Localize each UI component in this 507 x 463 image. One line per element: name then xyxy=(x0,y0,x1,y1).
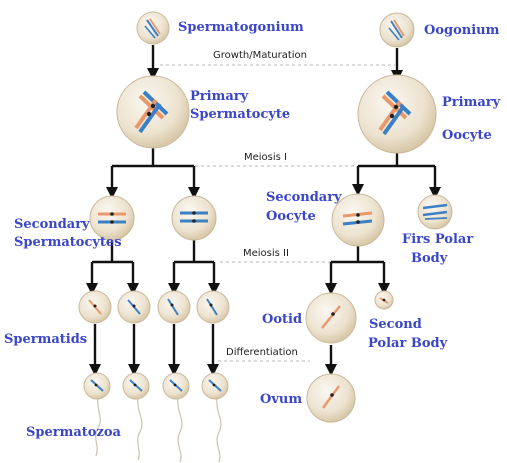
primary-spermatocyte-cell xyxy=(116,75,190,149)
primary-spermatocyte-label-line1: Primary xyxy=(190,89,249,104)
ovum-label: Ovum xyxy=(260,392,302,407)
spermatogonium-cell xyxy=(136,11,170,45)
male-connectors xyxy=(86,45,220,376)
primary-oocyte-cell xyxy=(357,74,437,154)
ovum-cell xyxy=(306,373,356,423)
second-polar-body-cell xyxy=(374,290,394,310)
secondary-spermatocytes-label-line1: Secondary xyxy=(14,217,90,232)
spermatids-label: Spermatids xyxy=(4,332,87,347)
ootid-label: Ootid xyxy=(262,312,302,327)
spermatid-cell-3 xyxy=(157,290,191,324)
oogonium-label: Oogonium xyxy=(424,23,500,38)
growth-label: Growth/Maturation xyxy=(213,50,307,61)
spermatid-cell-4 xyxy=(196,290,230,324)
primary-oocyte-label-line2: Oocyte xyxy=(442,128,492,143)
spermatogonium-label: Spermatogonium xyxy=(178,20,304,35)
first-polar-body-cell xyxy=(417,194,453,230)
spermatozoon-1 xyxy=(83,372,111,400)
first-polar-body-label-line2: Body xyxy=(411,251,448,266)
secondary-oocyte-label-line1: Secondary xyxy=(266,190,342,205)
spermatozoon-4 xyxy=(201,372,229,400)
spermatozoa-label: Spermatozoa xyxy=(26,425,122,440)
differentiation-label: Differentiation xyxy=(226,347,298,358)
primary-spermatocyte-label-line2: Spermatocyte xyxy=(190,107,290,122)
meiosis2-label: Meiosis II xyxy=(243,248,289,259)
spermatozoa-tails xyxy=(95,397,222,463)
secondary-spermatocyte-cell-2 xyxy=(171,195,217,241)
female-connectors xyxy=(325,48,441,376)
secondary-spermatocyte-cell-1 xyxy=(89,195,135,241)
spermatozoon-3 xyxy=(162,372,190,400)
primary-oocyte-label-line1: Primary xyxy=(442,95,501,110)
first-polar-body-label-line1: Firs Polar xyxy=(402,232,473,247)
spermatozoon-2 xyxy=(122,372,150,400)
oogonium-cell xyxy=(379,12,415,48)
spermatid-cell-1 xyxy=(78,290,112,324)
second-polar-body-label-line1: Second xyxy=(369,317,422,332)
spermatid-cell-2 xyxy=(117,290,151,324)
meiosis1-label: Meiosis I xyxy=(244,152,287,163)
secondary-oocyte-label-line2: Oocyte xyxy=(266,209,316,224)
secondary-oocyte-cell xyxy=(331,193,385,247)
second-polar-body-label-line2: Polar Body xyxy=(368,336,448,351)
ootid-cell xyxy=(305,292,357,344)
secondary-spermatocytes-label-line2: Spermatocytes xyxy=(14,235,122,250)
